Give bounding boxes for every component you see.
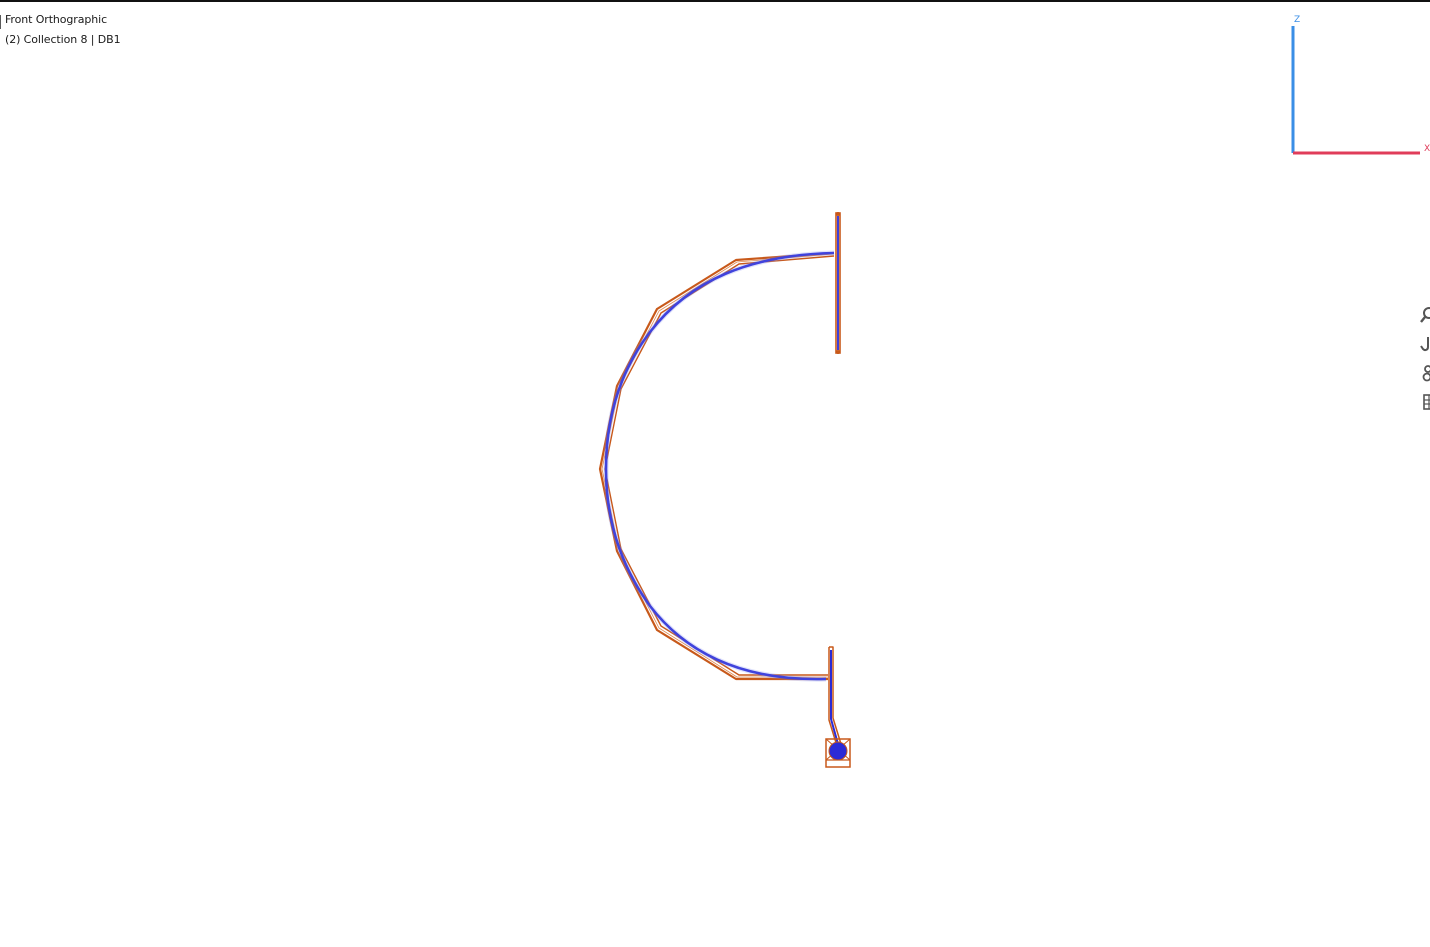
sphere-wire: [828, 741, 848, 761]
z-axis-label: Z: [1294, 15, 1300, 25]
vertex: [836, 212, 840, 216]
bottom-bar-mesh: [830, 650, 839, 745]
wireframe-outer: [598, 251, 835, 681]
mesh-curve: [604, 251, 835, 681]
mesh-curve-glow: [603, 250, 835, 682]
wireframe-inner: [604, 255, 835, 676]
view-name-label: Front Orthographic: [5, 13, 108, 26]
wireframe-mid: [601, 253, 835, 678]
x-axis-label: X: [1424, 144, 1430, 154]
bottom-box-wire: [825, 738, 851, 768]
vertex: [836, 350, 840, 354]
navigation-tools: [1418, 304, 1430, 420]
collection-info-label: (2) Collection 8 | DB1: [5, 33, 121, 46]
sphere-mesh: [829, 742, 847, 760]
pan-hand-icon[interactable]: [1418, 333, 1430, 355]
grid-icon[interactable]: [1418, 391, 1430, 413]
axis-gizmo[interactable]: Z X: [1280, 10, 1430, 160]
zoom-icon[interactable]: [1418, 304, 1430, 326]
viewport-edge-marker: [0, 15, 1, 29]
camera-icon[interactable]: [1418, 362, 1430, 384]
